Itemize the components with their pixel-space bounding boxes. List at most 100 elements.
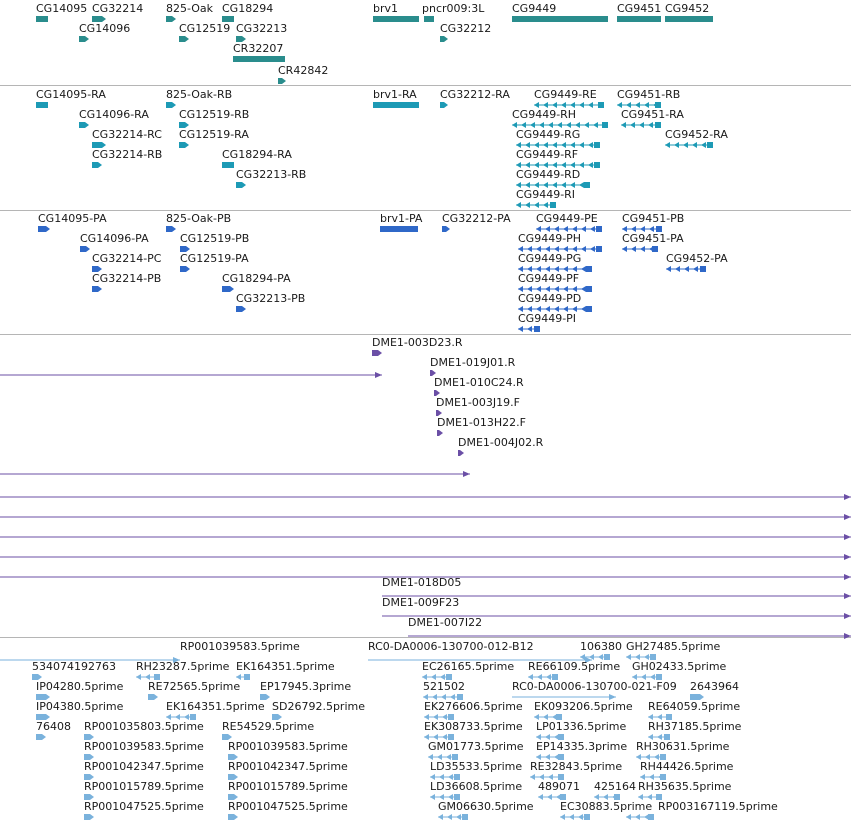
- feature-glyph[interactable]: [665, 141, 713, 149]
- feature-label[interactable]: DME1-013H22.F: [437, 416, 526, 429]
- feature-glyph[interactable]: [438, 813, 468, 821]
- feature-glyph[interactable]: [84, 733, 94, 741]
- feature-glyph[interactable]: [222, 15, 234, 23]
- feature-label[interactable]: GM06630.5prime: [438, 800, 534, 813]
- feature-glyph[interactable]: [179, 141, 189, 149]
- feature-glyph[interactable]: [648, 713, 672, 721]
- feature-glyph[interactable]: [36, 101, 48, 109]
- feature-label[interactable]: DME1-007I22: [408, 616, 483, 629]
- feature-label[interactable]: RE66109.5prime: [528, 660, 621, 673]
- feature-glyph[interactable]: [518, 245, 602, 253]
- feature-glyph[interactable]: [518, 305, 592, 313]
- feature-label[interactable]: RP001035803.5prime: [84, 720, 204, 733]
- feature-glyph[interactable]: [442, 225, 450, 233]
- feature-label[interactable]: 825-Oak-PB: [166, 212, 232, 225]
- feature-glyph[interactable]: [380, 225, 418, 233]
- feature-label[interactable]: CG12519-RB: [179, 108, 250, 121]
- feature-glyph[interactable]: [0, 470, 470, 478]
- feature-label[interactable]: brv1-PA: [380, 212, 423, 225]
- feature-label[interactable]: 106380: [580, 640, 622, 653]
- feature-glyph[interactable]: [228, 773, 238, 781]
- feature-glyph[interactable]: [423, 693, 463, 701]
- feature-label[interactable]: CG9451-PB: [622, 212, 685, 225]
- feature-glyph[interactable]: [236, 305, 246, 313]
- feature-label[interactable]: CG9451-RA: [621, 108, 684, 121]
- feature-label[interactable]: 489071: [538, 780, 580, 793]
- feature-label[interactable]: IP04380.5prime: [36, 700, 124, 713]
- feature-label[interactable]: CG32213-RB: [236, 168, 307, 181]
- feature-label[interactable]: SD26792.5prime: [272, 700, 365, 713]
- feature-glyph[interactable]: [36, 733, 46, 741]
- feature-label[interactable]: GH27485.5prime: [626, 640, 721, 653]
- feature-glyph[interactable]: [436, 409, 442, 417]
- feature-glyph[interactable]: [536, 753, 564, 761]
- feature-glyph[interactable]: [528, 673, 558, 681]
- feature-glyph[interactable]: [648, 733, 670, 741]
- feature-label[interactable]: CG32213-PB: [236, 292, 306, 305]
- feature-glyph[interactable]: [278, 77, 286, 85]
- feature-label[interactable]: RE72565.5prime: [148, 680, 241, 693]
- feature-label[interactable]: LD36608.5prime: [430, 780, 523, 793]
- feature-glyph[interactable]: [516, 141, 600, 149]
- feature-label[interactable]: EP17945.3prime: [260, 680, 352, 693]
- feature-glyph[interactable]: [440, 35, 448, 43]
- feature-label[interactable]: RH30631.5prime: [636, 740, 730, 753]
- feature-label[interactable]: 521502: [423, 680, 465, 693]
- feature-glyph[interactable]: [512, 121, 608, 129]
- feature-glyph[interactable]: [0, 553, 851, 561]
- feature-label[interactable]: RH37185.5prime: [648, 720, 742, 733]
- feature-label[interactable]: CG9449-RI: [516, 188, 576, 201]
- feature-label[interactable]: EP14335.3prime: [536, 740, 628, 753]
- feature-label[interactable]: CG9449-PG: [518, 252, 582, 265]
- feature-glyph[interactable]: [560, 813, 590, 821]
- feature-label[interactable]: DME1-009F23: [382, 596, 460, 609]
- feature-label[interactable]: CG32212-PA: [442, 212, 511, 225]
- feature-glyph[interactable]: [84, 753, 94, 761]
- feature-label[interactable]: DME1-010C24.R: [434, 376, 524, 389]
- feature-label[interactable]: CG9451-PA: [622, 232, 684, 245]
- feature-glyph[interactable]: [166, 101, 176, 109]
- feature-label[interactable]: RP001039583.5prime: [84, 740, 204, 753]
- feature-label[interactable]: CG9451: [617, 2, 662, 15]
- feature-label[interactable]: EK164351.5prime: [166, 700, 265, 713]
- feature-label[interactable]: brv1-RA: [373, 88, 417, 101]
- feature-glyph[interactable]: [534, 101, 604, 109]
- feature-glyph[interactable]: [166, 225, 176, 233]
- feature-label[interactable]: CG18294-PA: [222, 272, 291, 285]
- feature-glyph[interactable]: [512, 15, 608, 23]
- feature-glyph[interactable]: [38, 225, 50, 233]
- feature-label[interactable]: CG14095: [36, 2, 88, 15]
- feature-glyph[interactable]: [516, 161, 600, 169]
- feature-label[interactable]: CG12519-RA: [179, 128, 249, 141]
- feature-label[interactable]: CG14095-PA: [38, 212, 107, 225]
- feature-label[interactable]: EK276606.5prime: [424, 700, 523, 713]
- feature-glyph[interactable]: [228, 793, 238, 801]
- feature-label[interactable]: RP001047525.5prime: [228, 800, 348, 813]
- feature-glyph[interactable]: [84, 773, 94, 781]
- feature-label[interactable]: CG32214-RB: [92, 148, 163, 161]
- feature-glyph[interactable]: [166, 713, 196, 721]
- feature-label[interactable]: RP001039583.5prime: [180, 640, 300, 653]
- feature-label[interactable]: DME1-019J01.R: [430, 356, 516, 369]
- feature-glyph[interactable]: [148, 693, 158, 701]
- feature-label[interactable]: CG9452-RA: [665, 128, 728, 141]
- feature-glyph[interactable]: [260, 693, 270, 701]
- feature-glyph[interactable]: [622, 245, 658, 253]
- feature-glyph[interactable]: [228, 813, 238, 821]
- feature-label[interactable]: 534074192763: [32, 660, 116, 673]
- feature-glyph[interactable]: [580, 653, 610, 661]
- feature-label[interactable]: DME1-003D23.R: [372, 336, 463, 349]
- feature-glyph[interactable]: [228, 753, 238, 761]
- feature-label[interactable]: IP04280.5prime: [36, 680, 124, 693]
- feature-label[interactable]: CG32214-PB: [92, 272, 162, 285]
- feature-label[interactable]: CG14096-PA: [80, 232, 149, 245]
- feature-label[interactable]: CG12519-PA: [180, 252, 249, 265]
- feature-glyph[interactable]: [430, 793, 460, 801]
- feature-label[interactable]: DME1-003J19.F: [436, 396, 520, 409]
- feature-glyph[interactable]: [36, 713, 50, 721]
- feature-label[interactable]: 825-Oak: [166, 2, 214, 15]
- feature-label[interactable]: RH35635.5prime: [638, 780, 732, 793]
- feature-label[interactable]: CG9452-PA: [666, 252, 728, 265]
- feature-glyph[interactable]: [626, 653, 656, 661]
- feature-glyph[interactable]: [434, 389, 440, 397]
